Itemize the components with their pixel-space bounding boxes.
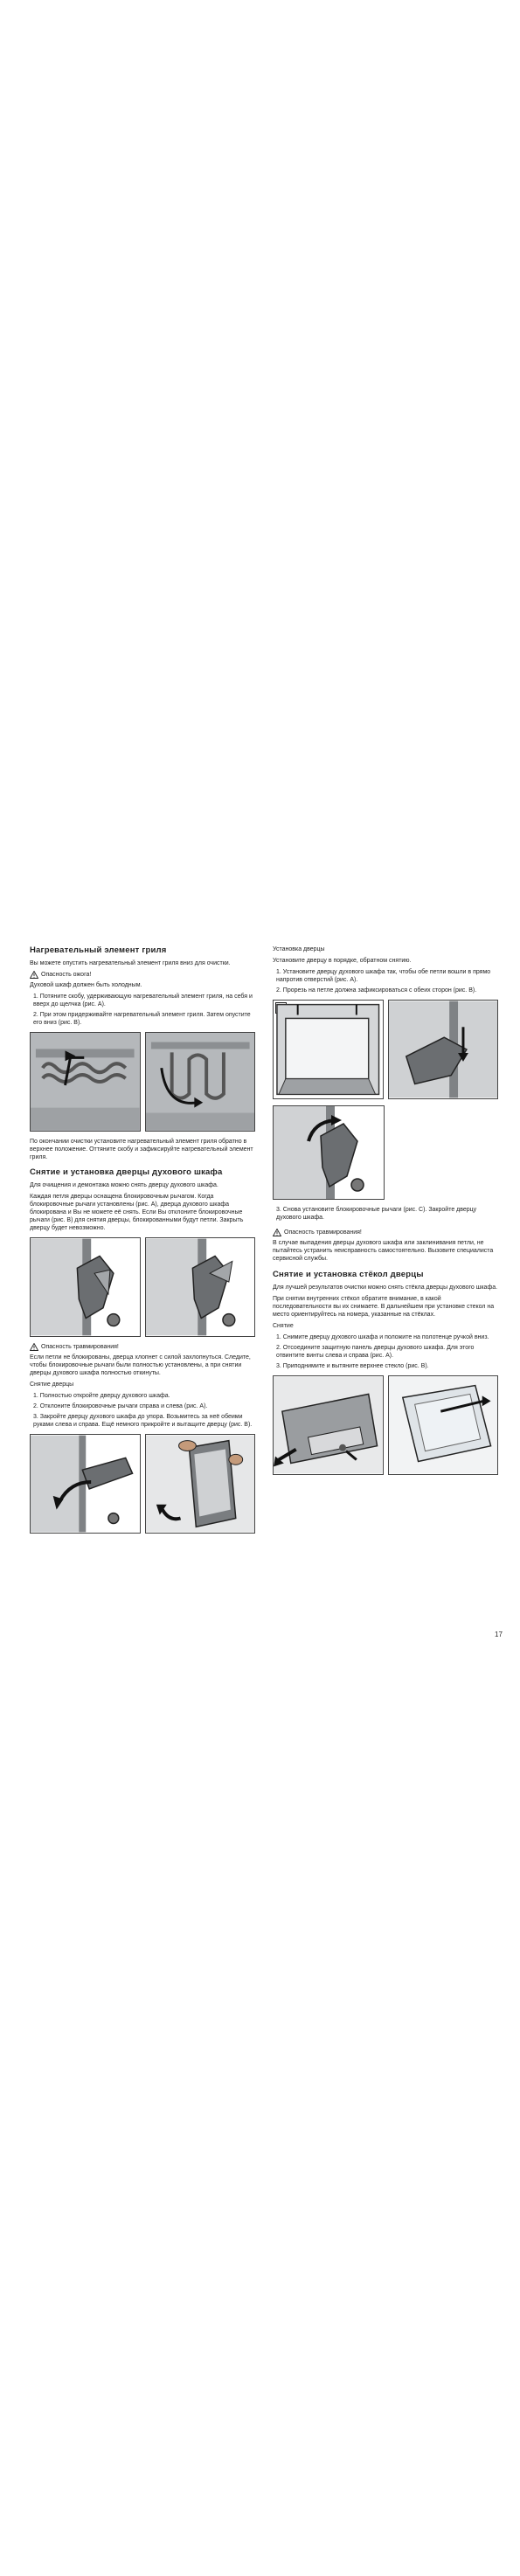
screw-removal-illustration — [274, 1376, 383, 1474]
subheading-remove: Снятие — [273, 1323, 294, 1329]
figure-row-install: A B — [273, 1000, 498, 1099]
list-item: 2. Отсоедините защитную панель дверцы ду… — [276, 1345, 475, 1359]
list-item: 1. Потяните скобу, удерживающую нагреват… — [33, 994, 253, 1008]
figure-row-hinge: A B — [30, 1237, 255, 1337]
figure-row-remove-door: A B — [30, 1434, 255, 1534]
warning-triangle-icon — [273, 1229, 281, 1236]
steps-list: 1. Потяните скобу, удерживающую нагреват… — [30, 993, 255, 1027]
door-install-illustration — [276, 1003, 380, 1096]
list-item: 2. При этом придерживайте нагревательный… — [33, 1012, 251, 1026]
glass-pane-removal-illustration — [388, 1376, 497, 1474]
figure-remove-a: A — [30, 1434, 141, 1534]
list-item: 2. Отклоните блокировочные рычаги справа… — [33, 1403, 208, 1409]
warning-burn: Опасность ожога! — [30, 971, 255, 979]
list-item: 1. Снимите дверцу духового шкафа и полож… — [276, 1334, 489, 1340]
grill-element-illustration — [31, 1033, 140, 1131]
warning-injury: Опасность травмирования! — [273, 1229, 498, 1236]
figure-hinge-a: A — [30, 1237, 141, 1337]
figure-grill-a: A — [30, 1032, 141, 1132]
page-number: 17 — [495, 1631, 503, 1638]
section-heading-grill: Нагревательный элемент гриля — [30, 945, 167, 955]
figure-glass-a: A — [273, 1375, 384, 1475]
list-item: 1. Полностью откройте дверцу духового шк… — [33, 1393, 170, 1399]
list-item: 2. Прорезь на петле должна зафиксировать… — [276, 987, 477, 994]
warning-injury: Опасность травмирования! — [30, 1343, 255, 1351]
figure-row-glass: A B — [273, 1375, 498, 1475]
steps-list: 3. Снова установите блокировочные рычаги… — [273, 1206, 498, 1222]
figure-grill-b: B — [144, 1032, 255, 1132]
paragraph: Вы можете опустить нагревательный элемен… — [30, 960, 231, 966]
paragraph: При снятии внутренних стёкол обратите вн… — [273, 1296, 495, 1318]
hinge-insert-illustration — [388, 1001, 497, 1098]
paragraph: Духовой шкаф должен быть холодным. — [30, 982, 142, 988]
figure-install-b: B — [387, 1000, 498, 1099]
warning-triangle-icon — [30, 1343, 38, 1351]
door-lifting-illustration — [145, 1435, 254, 1533]
hinge-lever-closed-illustration — [31, 1238, 121, 1336]
figure-row-lever: C — [273, 1105, 498, 1200]
warning-triangle-icon — [30, 971, 38, 979]
door-closing-illustration — [31, 1435, 134, 1533]
paragraph: Установите дверцу в порядке, обратном сн… — [273, 958, 412, 964]
figure-row-grill: A B — [30, 1032, 255, 1132]
list-item: 3. Закройте дверцу духового шкафа до упо… — [33, 1414, 253, 1428]
figure-remove-b: B — [144, 1434, 255, 1534]
paragraph: Для очищения и демонтажа можно снять две… — [30, 1182, 218, 1188]
subheading-install-door: Установка дверцы — [273, 946, 325, 952]
steps-list: 1. Снимите дверцу духового шкафа и полож… — [273, 1333, 498, 1370]
paragraph: В случае выпадения дверцы духового шкафа… — [273, 1240, 494, 1262]
section-heading-door: Снятие и установка дверцы духового шкафа — [30, 1167, 223, 1177]
list-item: 3. Снова установите блокировочные рычаги… — [276, 1207, 477, 1221]
paragraph: Если петли не блокированы, дверца хлопне… — [30, 1354, 251, 1376]
steps-list: 1. Полностью откройте дверцу духового шк… — [30, 1392, 255, 1429]
warning-text: Опасность ожога! — [41, 972, 92, 978]
lever-reset-illustration — [274, 1106, 364, 1199]
right-column: Установка дверцы Установите дверцу в пор… — [273, 945, 498, 1481]
subheading-remove-door: Снятие дверцы — [30, 1381, 74, 1388]
left-column: Нагревательный элемент гриля Вы можете о… — [30, 945, 255, 1540]
list-item: 3. Приподнимите и вытяните верхнее стекл… — [276, 1363, 429, 1369]
grill-element-lowered-illustration — [145, 1033, 254, 1131]
list-item: 1. Установите дверцу духового шкафа так,… — [276, 969, 491, 983]
hinge-lever-open-illustration — [145, 1238, 236, 1336]
figure-install-a: A — [273, 1000, 384, 1099]
paragraph: По окончании очистки установите нагреват… — [30, 1139, 253, 1160]
paragraph: Каждая петля дверцы оснащена блокировочн… — [30, 1194, 244, 1231]
figure-glass-b: B — [387, 1375, 498, 1475]
warning-text: Опасность травмирования! — [284, 1229, 362, 1236]
figure-install-c: C — [273, 1105, 385, 1200]
warning-text: Опасность травмирования! — [41, 1344, 119, 1350]
section-heading-glass: Снятие и установка стёкол дверцы — [273, 1270, 424, 1279]
paragraph: Для лучшей результатов очистки можно сня… — [273, 1285, 498, 1291]
figure-hinge-b: B — [144, 1237, 255, 1337]
steps-list: 1. Установите дверцу духового шкафа так,… — [273, 968, 498, 994]
